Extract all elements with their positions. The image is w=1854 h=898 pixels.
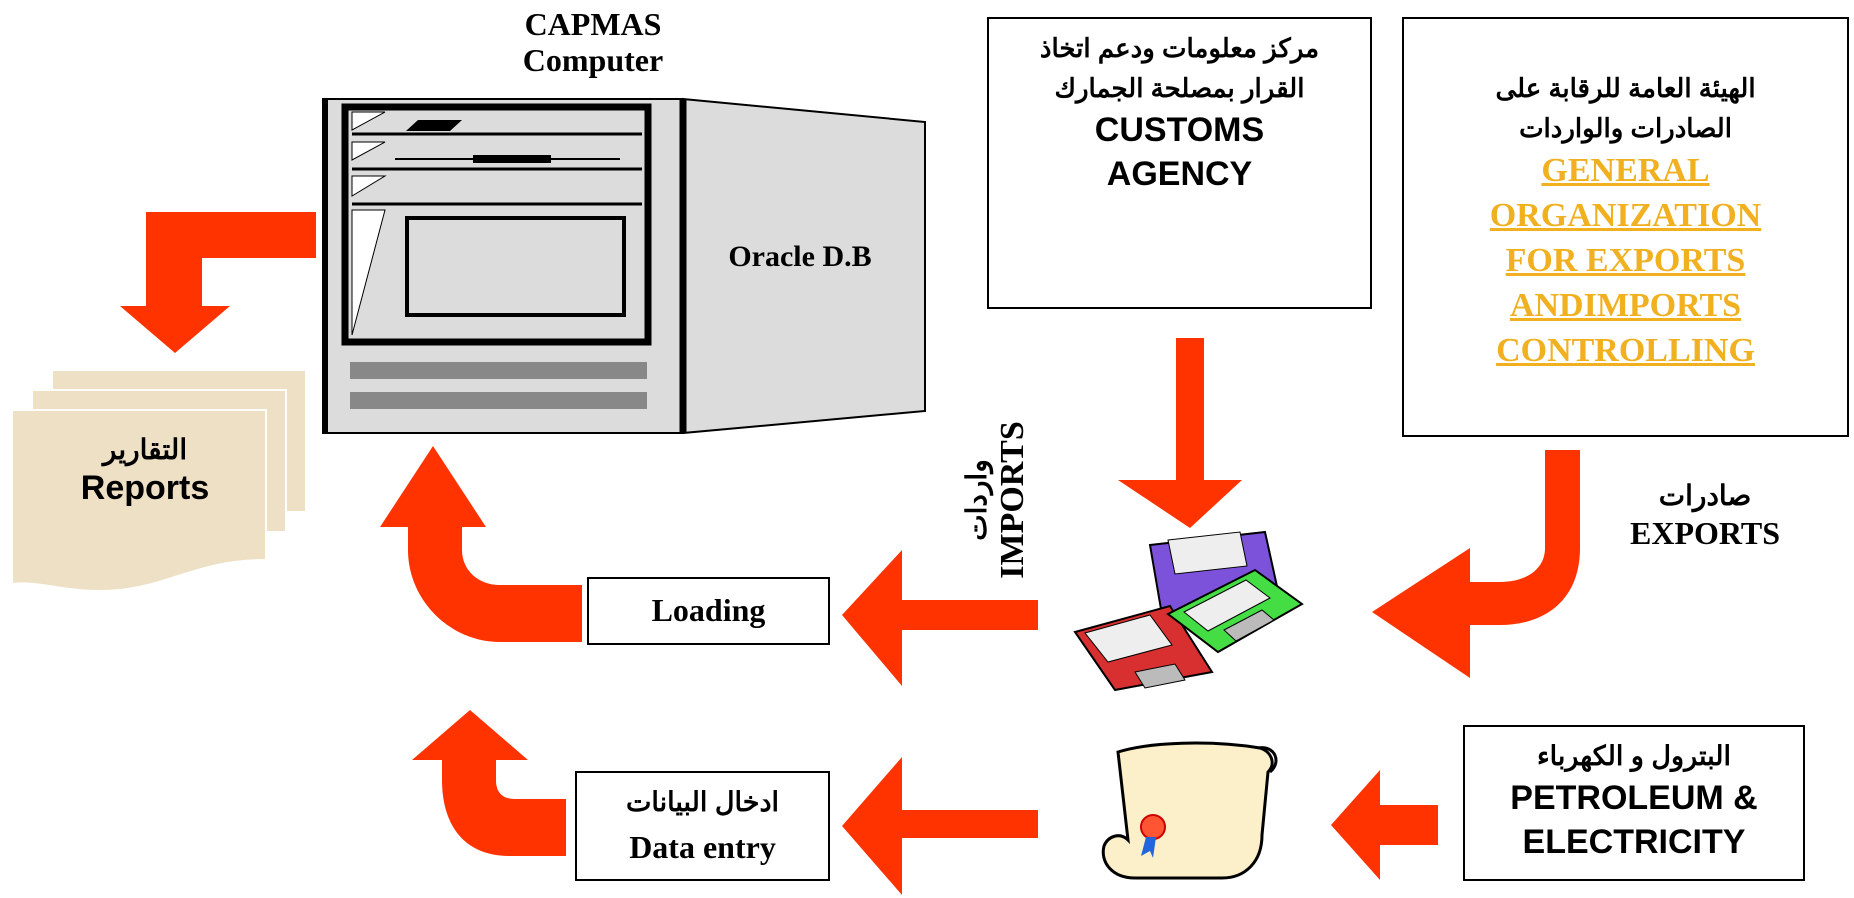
server-title-line2: Computer <box>522 42 664 78</box>
reports-arabic: التقارير <box>102 434 188 465</box>
customs-box <box>987 17 1372 309</box>
data-entry-box <box>575 771 830 881</box>
imports-english: IMPORTS <box>994 421 1031 579</box>
petroleum-english-line2: ELECTRICITY <box>1522 823 1746 861</box>
curved-arrow-data-entry-to-server <box>412 710 566 856</box>
goeic-link-line5[interactable]: CONTROLLING <box>1496 332 1755 369</box>
goeic-box <box>1402 17 1849 437</box>
goeic-link-line3[interactable]: FOR EXPORTS <box>1505 242 1746 279</box>
reports-document-icon <box>11 369 307 592</box>
data-entry-english: Data entry <box>629 829 776 865</box>
customs-english-line1: CUSTOMS <box>1094 111 1265 149</box>
scroll-certificate-icon <box>1101 741 1278 880</box>
arrow-imports-down <box>1118 338 1242 528</box>
arrow-to-reports <box>120 212 316 353</box>
customs-arabic: مركز معلومات ودعم اتخاذ القرار بمصلحة ال… <box>1039 33 1320 103</box>
goeic-text: الهيئة العامة للرقابة على الصادرات والوا… <box>1405 68 1846 373</box>
data-entry-arabic: ادخال البيانات <box>626 787 779 817</box>
exports-english: EXPORTS <box>1629 515 1780 551</box>
floppy-disks-icon <box>1073 530 1304 692</box>
arrow-petroleum-to-scroll <box>1331 770 1438 880</box>
goeic-link-line2[interactable]: ORGANIZATION <box>1489 197 1762 234</box>
goeic-link-line4[interactable]: ANDIMPORTS <box>1509 287 1742 324</box>
reports-text: التقارير Reports <box>20 432 270 508</box>
petroleum-arabic: البترول و الكهرباء <box>1536 741 1732 771</box>
server-title-line1: CAPMAS <box>524 6 662 42</box>
arrows <box>120 212 1580 895</box>
reports-english: Reports <box>80 469 210 507</box>
server-title: CAPMAS Computer <box>478 6 708 78</box>
petroleum-box <box>1463 725 1805 881</box>
goeic-arabic: الهيئة العامة للرقابة على الصادرات والوا… <box>1495 73 1756 143</box>
arrow-to-loading <box>842 550 1038 686</box>
imports-arabic: واردات <box>961 459 992 541</box>
oracle-db-label: Oracle D.B <box>728 240 872 273</box>
data-entry-text: ادخال البيانات Data entry <box>578 780 827 870</box>
curved-arrow-exports <box>1372 450 1580 678</box>
loading-label: Loading <box>651 592 766 628</box>
goeic-link-line1[interactable]: GENERAL <box>1541 152 1710 189</box>
petroleum-english-line1: PETROLEUM & <box>1510 779 1758 817</box>
exports-arabic: صادرات <box>1658 480 1752 511</box>
curved-arrow-loading-to-server <box>380 446 582 642</box>
customs-english-line2: AGENCY <box>1106 155 1253 193</box>
arrow-to-data-entry <box>842 757 1038 895</box>
loading-box <box>587 577 830 645</box>
customs-text: مركز معلومات ودعم اتخاذ القرار بمصلحة ال… <box>990 28 1369 196</box>
petroleum-text: البترول و الكهرباء PETROLEUM & ELECTRICI… <box>1466 736 1802 864</box>
server-icon <box>322 97 926 435</box>
exports-label: صادرات EXPORTS <box>1600 478 1810 552</box>
